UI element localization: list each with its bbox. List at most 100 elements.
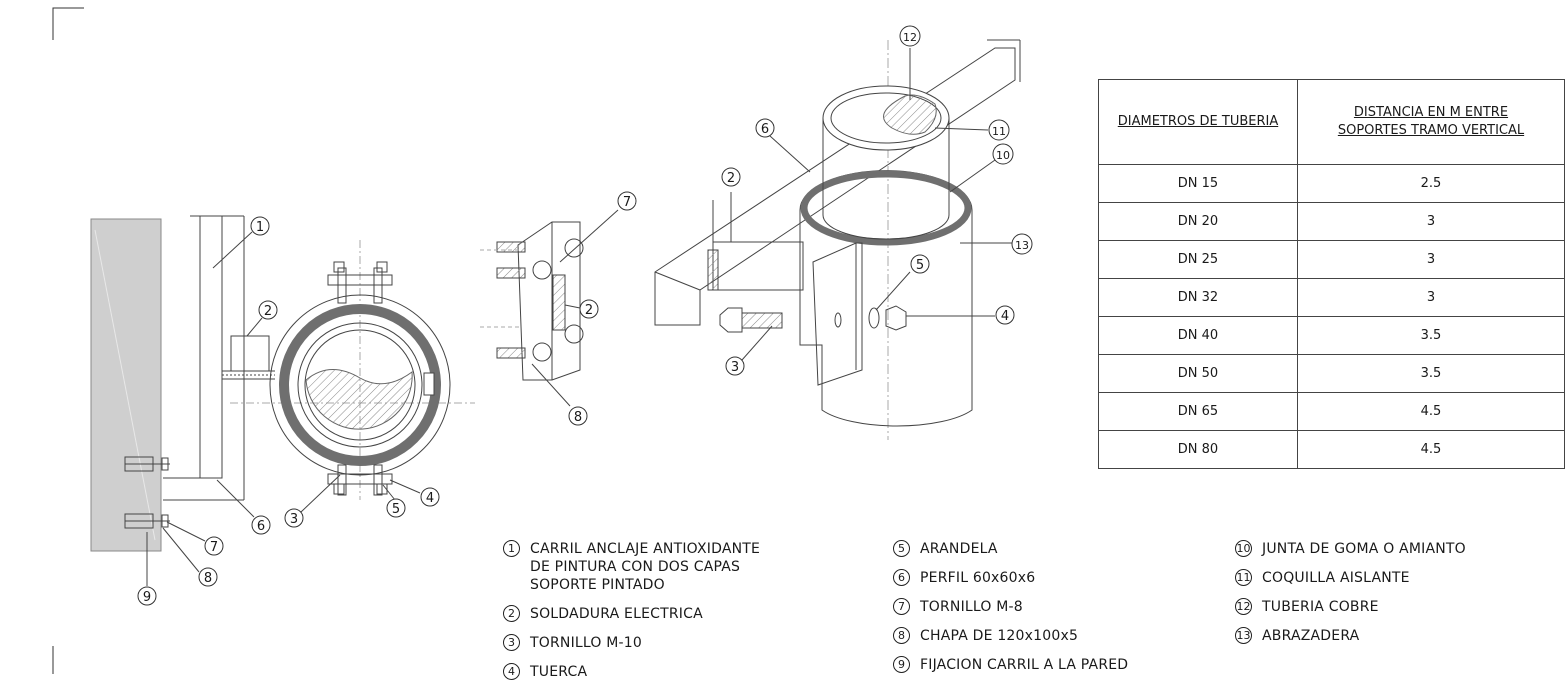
callout-7: 7 xyxy=(204,536,224,556)
svg-text:6: 6 xyxy=(257,519,265,534)
callout-1: 1 xyxy=(250,216,270,236)
callout-6: 6 xyxy=(251,515,271,535)
legend-item: 1 CARRIL ANCLAJE ANTIOXIDANTE DE PINTURA … xyxy=(503,540,833,594)
iso-pipe-fluid xyxy=(883,94,937,135)
legend-number: 10 xyxy=(1235,540,1252,557)
svg-text:2: 2 xyxy=(727,171,735,186)
svg-text:8: 8 xyxy=(574,410,582,425)
callout-5-front: 5 xyxy=(386,498,406,518)
callout-10: 10 xyxy=(992,143,1014,165)
front-view xyxy=(230,240,475,513)
callout-4-iso: 4 xyxy=(995,305,1015,325)
cell-distance: 2.5 xyxy=(1297,164,1565,203)
legend-text: SOLDADURA ELECTRICA xyxy=(530,606,703,622)
svg-text:4: 4 xyxy=(426,491,434,506)
cell-distance: 3.5 xyxy=(1297,316,1565,355)
callout-2-iso-top: 2 xyxy=(721,167,741,187)
svg-text:8: 8 xyxy=(204,571,212,586)
callout-bubbles: 1 2 6 7 8 9 3 5 4 12 11 10 6 7 2 2 13 5 … xyxy=(137,25,1033,606)
svg-text:5: 5 xyxy=(392,502,400,517)
svg-text:4: 4 xyxy=(1001,309,1009,324)
svg-text:5: 5 xyxy=(916,258,924,273)
pipe-support-spacing-table: DIAMETROS DE TUBERIA DISTANCIA EN M ENTR… xyxy=(1098,79,1565,469)
callout-4-front: 4 xyxy=(420,487,440,507)
callout-8: 8 xyxy=(198,567,218,587)
cell-diameter: DN 50 xyxy=(1098,354,1298,393)
legend-number: 4 xyxy=(503,663,520,680)
isometric-view xyxy=(480,39,1021,440)
cell-distance: 3 xyxy=(1297,202,1565,241)
svg-text:13: 13 xyxy=(1015,239,1029,252)
legend-text: CARRIL ANCLAJE ANTIOXIDANTE DE PINTURA C… xyxy=(530,541,761,593)
legend-item: 2 SOLDADURA ELECTRICA xyxy=(503,605,833,623)
legend-text: TUBERIA COBRE xyxy=(1262,599,1379,615)
svg-text:3: 3 xyxy=(731,360,739,375)
svg-text:7: 7 xyxy=(623,195,631,210)
legend-item: 4 TUERCA xyxy=(503,663,833,681)
loose-bolt xyxy=(719,307,783,333)
callout-2: 2 xyxy=(258,300,278,320)
svg-text:1: 1 xyxy=(256,220,264,235)
callout-11: 11 xyxy=(988,119,1010,141)
cell-diameter: DN 40 xyxy=(1098,316,1298,355)
legend-number: 2 xyxy=(503,605,520,622)
cell-diameter: DN 20 xyxy=(1098,202,1298,241)
svg-text:3: 3 xyxy=(290,512,298,527)
pipe-fluid xyxy=(305,369,413,430)
cell-distance: 3 xyxy=(1297,240,1565,279)
callout-6-iso: 6 xyxy=(755,118,775,138)
legend-text: FIJACION CARRIL A LA PARED xyxy=(920,657,1129,673)
legend-text: TUERCA xyxy=(530,664,588,680)
svg-text:2: 2 xyxy=(264,304,272,319)
cell-distance: 4.5 xyxy=(1297,430,1565,469)
legend-text: PERFIL 60x60x6 xyxy=(920,570,1036,586)
legend-number: 12 xyxy=(1235,598,1252,615)
technical-drawing: 1 2 6 7 8 9 3 5 4 12 11 10 6 7 2 2 13 5 … xyxy=(52,7,1033,674)
legend-number: 8 xyxy=(893,627,910,644)
legend-text: ARANDELA xyxy=(920,541,998,557)
cell-diameter: DN 25 xyxy=(1098,240,1298,279)
plate-bolts xyxy=(480,238,584,362)
callout-3-iso: 3 xyxy=(725,356,745,376)
legend-item: 5 ARANDELA xyxy=(893,540,1193,558)
svg-text:11: 11 xyxy=(992,125,1006,138)
legend-item: 3 TORNILLO M-10 xyxy=(503,634,833,652)
callout-13: 13 xyxy=(1011,233,1033,255)
svg-text:10: 10 xyxy=(996,149,1010,162)
legend-number: 1 xyxy=(503,540,520,557)
cell-diameter: DN 15 xyxy=(1098,164,1298,203)
callout-7-iso: 7 xyxy=(617,191,637,211)
cell-distance: 3.5 xyxy=(1297,354,1565,393)
legend-number: 11 xyxy=(1235,569,1252,586)
callout-8-iso: 8 xyxy=(568,406,588,426)
legend-number: 6 xyxy=(893,569,910,586)
header-pipe-diameter: DIAMETROS DE TUBERIA xyxy=(1098,79,1298,165)
cell-distance: 3 xyxy=(1297,278,1565,317)
callout-2-iso-plate: 2 xyxy=(579,299,599,319)
callout-5-iso: 5 xyxy=(910,254,930,274)
callout-9: 9 xyxy=(137,586,157,606)
legend-item: 9 FIJACION CARRIL A LA PARED xyxy=(893,656,1193,674)
legend-number: 5 xyxy=(893,540,910,557)
cell-diameter: DN 80 xyxy=(1098,430,1298,469)
wall-anchor xyxy=(124,456,170,529)
legend-text: TORNILLO M-10 xyxy=(530,635,643,651)
legend-number: 3 xyxy=(503,634,520,651)
svg-text:12: 12 xyxy=(903,31,917,44)
callout-3-front: 3 xyxy=(284,508,304,528)
legend-number: 9 xyxy=(893,656,910,673)
cell-diameter: DN 65 xyxy=(1098,392,1298,431)
svg-text:6: 6 xyxy=(761,122,769,137)
